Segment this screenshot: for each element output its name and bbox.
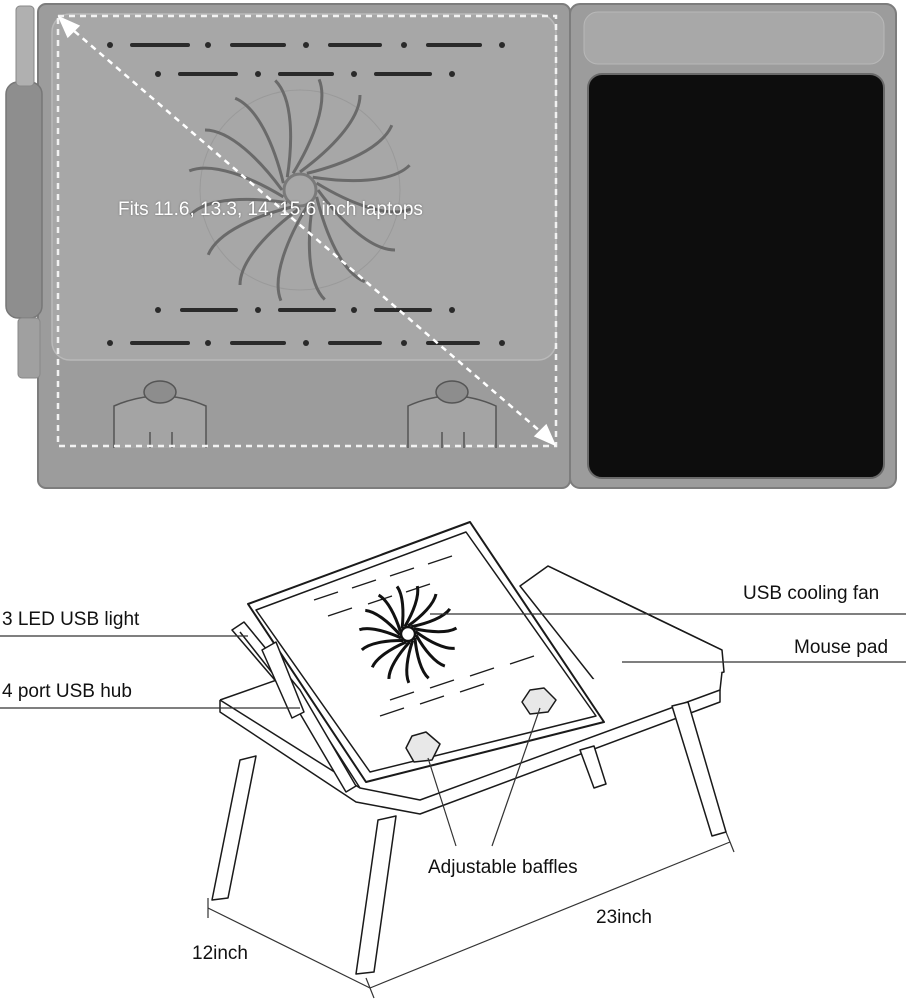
fan-grille [188, 78, 412, 302]
top-view-photo [5, 3, 897, 489]
callout-baffles: Adjustable baffles [428, 857, 578, 878]
mouse-pad [587, 73, 885, 479]
baffle-drawing-left [405, 731, 441, 763]
callout-cooling-fan: USB cooling fan [743, 583, 880, 604]
dimension-width: 12inch [192, 943, 248, 964]
diagonal-size-arrow [57, 15, 557, 447]
callout-led-light: 3 LED USB light [2, 609, 140, 630]
baffle-drawing-right [521, 687, 557, 715]
dimension-lines [207, 831, 735, 999]
callout-mouse-pad: Mouse pad [794, 637, 889, 658]
fan-icon [358, 585, 458, 684]
table-line-drawing [0, 521, 906, 999]
platform-vents [313, 555, 535, 717]
dimension-length: 23inch [596, 907, 652, 928]
laptop-size-text: Fits 11.6, 13.3, 14, 15.6 inch laptops [118, 199, 423, 220]
side-handle [5, 81, 43, 319]
laptop-size-frame [56, 14, 558, 448]
baffle-left [113, 380, 207, 448]
vent-slots [130, 43, 482, 345]
callout-lines [0, 613, 906, 847]
callout-usb-hub: 4 port USB hub [2, 681, 132, 702]
usb-hub [261, 641, 305, 719]
table-legs [211, 701, 727, 975]
baffle-right [407, 380, 497, 448]
